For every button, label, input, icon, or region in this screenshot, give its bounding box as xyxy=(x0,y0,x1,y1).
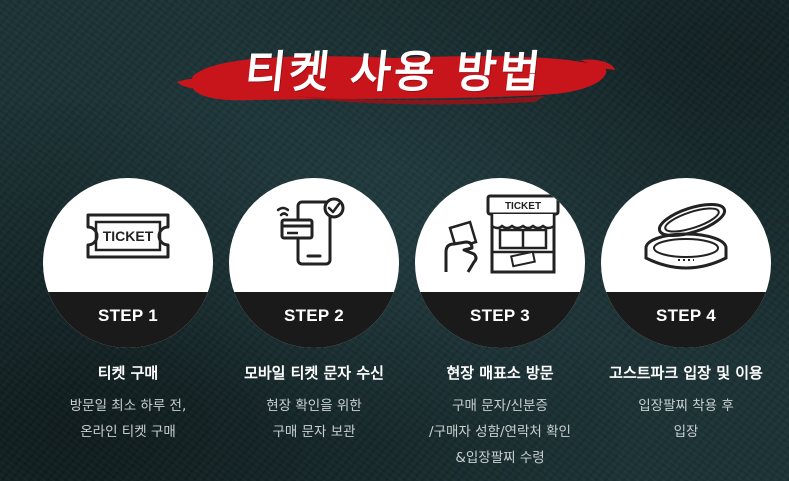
step-1-desc-line-2: 온라인 티켓 구매 xyxy=(80,424,176,440)
step-4-description: 입장팔찌 착용 후 입장 xyxy=(591,393,781,445)
step-4: STEP 4 고스트파크 입장 및 이용 입장팔찌 착용 후 입장 xyxy=(591,178,781,445)
step-4-label: STEP 4 xyxy=(655,306,717,325)
step-2-desc-line-2: 구매 문자 보관 xyxy=(272,424,356,440)
step-2-band: STEP 2 xyxy=(229,292,399,348)
step-2-title: 모바일 티켓 문자 수신 xyxy=(244,364,384,382)
step-2-circle: STEP 2 xyxy=(229,178,399,348)
wristband-icon xyxy=(601,196,771,276)
step-1-label: STEP 1 xyxy=(97,306,159,325)
step-1-title: 티켓 구매 xyxy=(97,364,159,382)
page-title: 티켓 사용 방법 xyxy=(242,47,546,98)
step-4-circle: STEP 4 xyxy=(601,178,771,348)
ticket-icon: TICKET xyxy=(43,196,213,276)
step-3-description: 구매 문자/신분증 /구매자 성함/연락처 확인 &입장팔찌 수령 xyxy=(405,393,595,471)
step-1-circle: TICKET STEP 1 xyxy=(43,178,213,348)
step-2-label: STEP 2 xyxy=(283,306,345,325)
title-area: 티켓 사용 방법 xyxy=(0,28,789,108)
ticket-booth-icon: TICKET xyxy=(415,194,585,276)
step-3-circle: TICKET STEP 3 xyxy=(415,178,585,348)
mobile-ticket-icon xyxy=(229,196,399,276)
step-2: STEP 2 모바일 티켓 문자 수신 현장 확인을 위한 구매 문자 보관 xyxy=(219,178,409,445)
step-1-band: STEP 1 xyxy=(43,292,213,348)
step-3-desc-line-3: &입장팔찌 수령 xyxy=(455,450,545,466)
brush-stroke-decoration xyxy=(177,56,615,105)
step-3-label: STEP 3 xyxy=(469,306,531,325)
step-4-band: STEP 4 xyxy=(601,292,771,348)
step-2-description: 현장 확인을 위한 구매 문자 보관 xyxy=(219,393,409,445)
step-4-desc-line-2: 입장 xyxy=(673,424,699,440)
step-3-desc-line-2: /구매자 성함/연락처 확인 xyxy=(429,424,571,440)
step-1-description: 방문일 최소 하루 전, 온라인 티켓 구매 xyxy=(33,393,223,445)
step-1: TICKET STEP 1 티켓 구매 방문일 최소 하루 전, 온라인 티켓 … xyxy=(33,178,223,445)
ticket-icon-text: TICKET xyxy=(103,228,154,244)
step-3-band: STEP 3 xyxy=(415,292,585,348)
step-3: TICKET STEP 3 현장 매표소 방문 구매 문자/신분증 /구매자 성… xyxy=(405,178,595,471)
step-4-title: 고스트파크 입장 및 이용 xyxy=(609,364,763,382)
step-3-title: 현장 매표소 방문 xyxy=(446,364,554,382)
booth-sign-text: TICKET xyxy=(505,201,541,212)
step-4-desc-line-1: 입장팔찌 착용 후 xyxy=(638,398,734,414)
step-2-desc-line-1: 현장 확인을 위한 xyxy=(266,398,362,414)
step-3-desc-line-1: 구매 문자/신분증 xyxy=(452,398,548,414)
step-1-desc-line-1: 방문일 최소 하루 전, xyxy=(69,398,187,414)
